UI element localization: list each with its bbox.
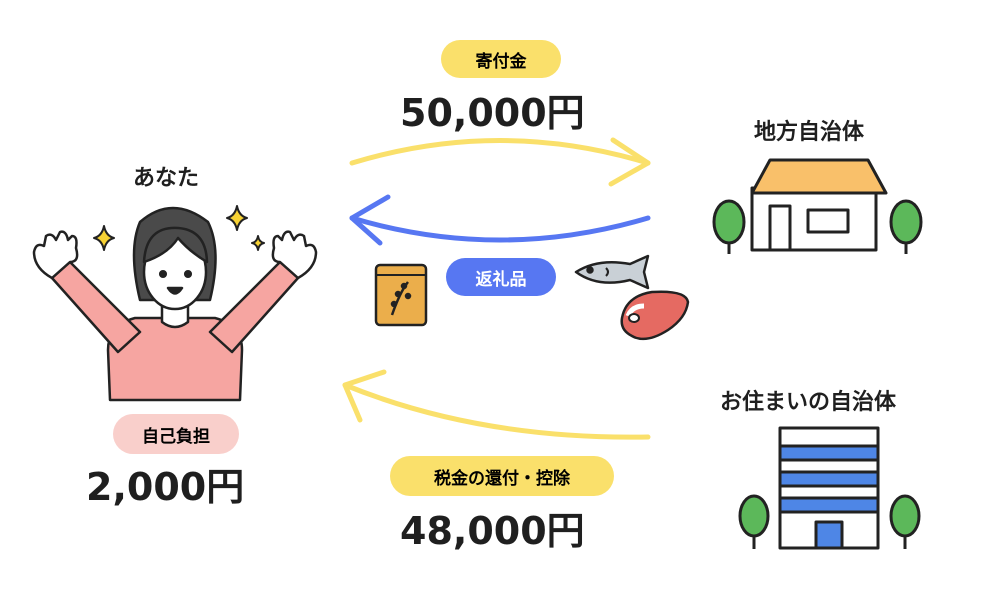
donation-pill: 寄付金 [441, 40, 561, 78]
self-pay-amount: 2,000円 [86, 465, 245, 509]
gift-pill: 返礼品 [446, 258, 556, 296]
home-gov-label: お住まいの自治体 [720, 390, 897, 415]
meat-icon [620, 290, 690, 341]
donation-arrow [349, 137, 651, 187]
person-label: あなた [133, 166, 200, 191]
tax-arrow [342, 369, 651, 440]
rice-bag-icon [374, 263, 428, 327]
local-gov-label: 地方自治体 [754, 120, 865, 145]
tax-amount: 48,000円 [400, 509, 585, 553]
donation-amount: 50,000円 [400, 91, 585, 135]
tree-icon [738, 494, 921, 549]
sparkle-icon [93, 205, 265, 251]
building-icon [778, 426, 880, 550]
fish-icon [574, 254, 650, 290]
tax-pill: 税金の還付・控除 [390, 456, 614, 496]
person-illustration [32, 206, 318, 402]
house-icon [750, 158, 888, 252]
tree-icon [712, 199, 923, 254]
self-pay-pill: 自己負担 [113, 414, 239, 454]
gift-arrow [349, 194, 651, 246]
